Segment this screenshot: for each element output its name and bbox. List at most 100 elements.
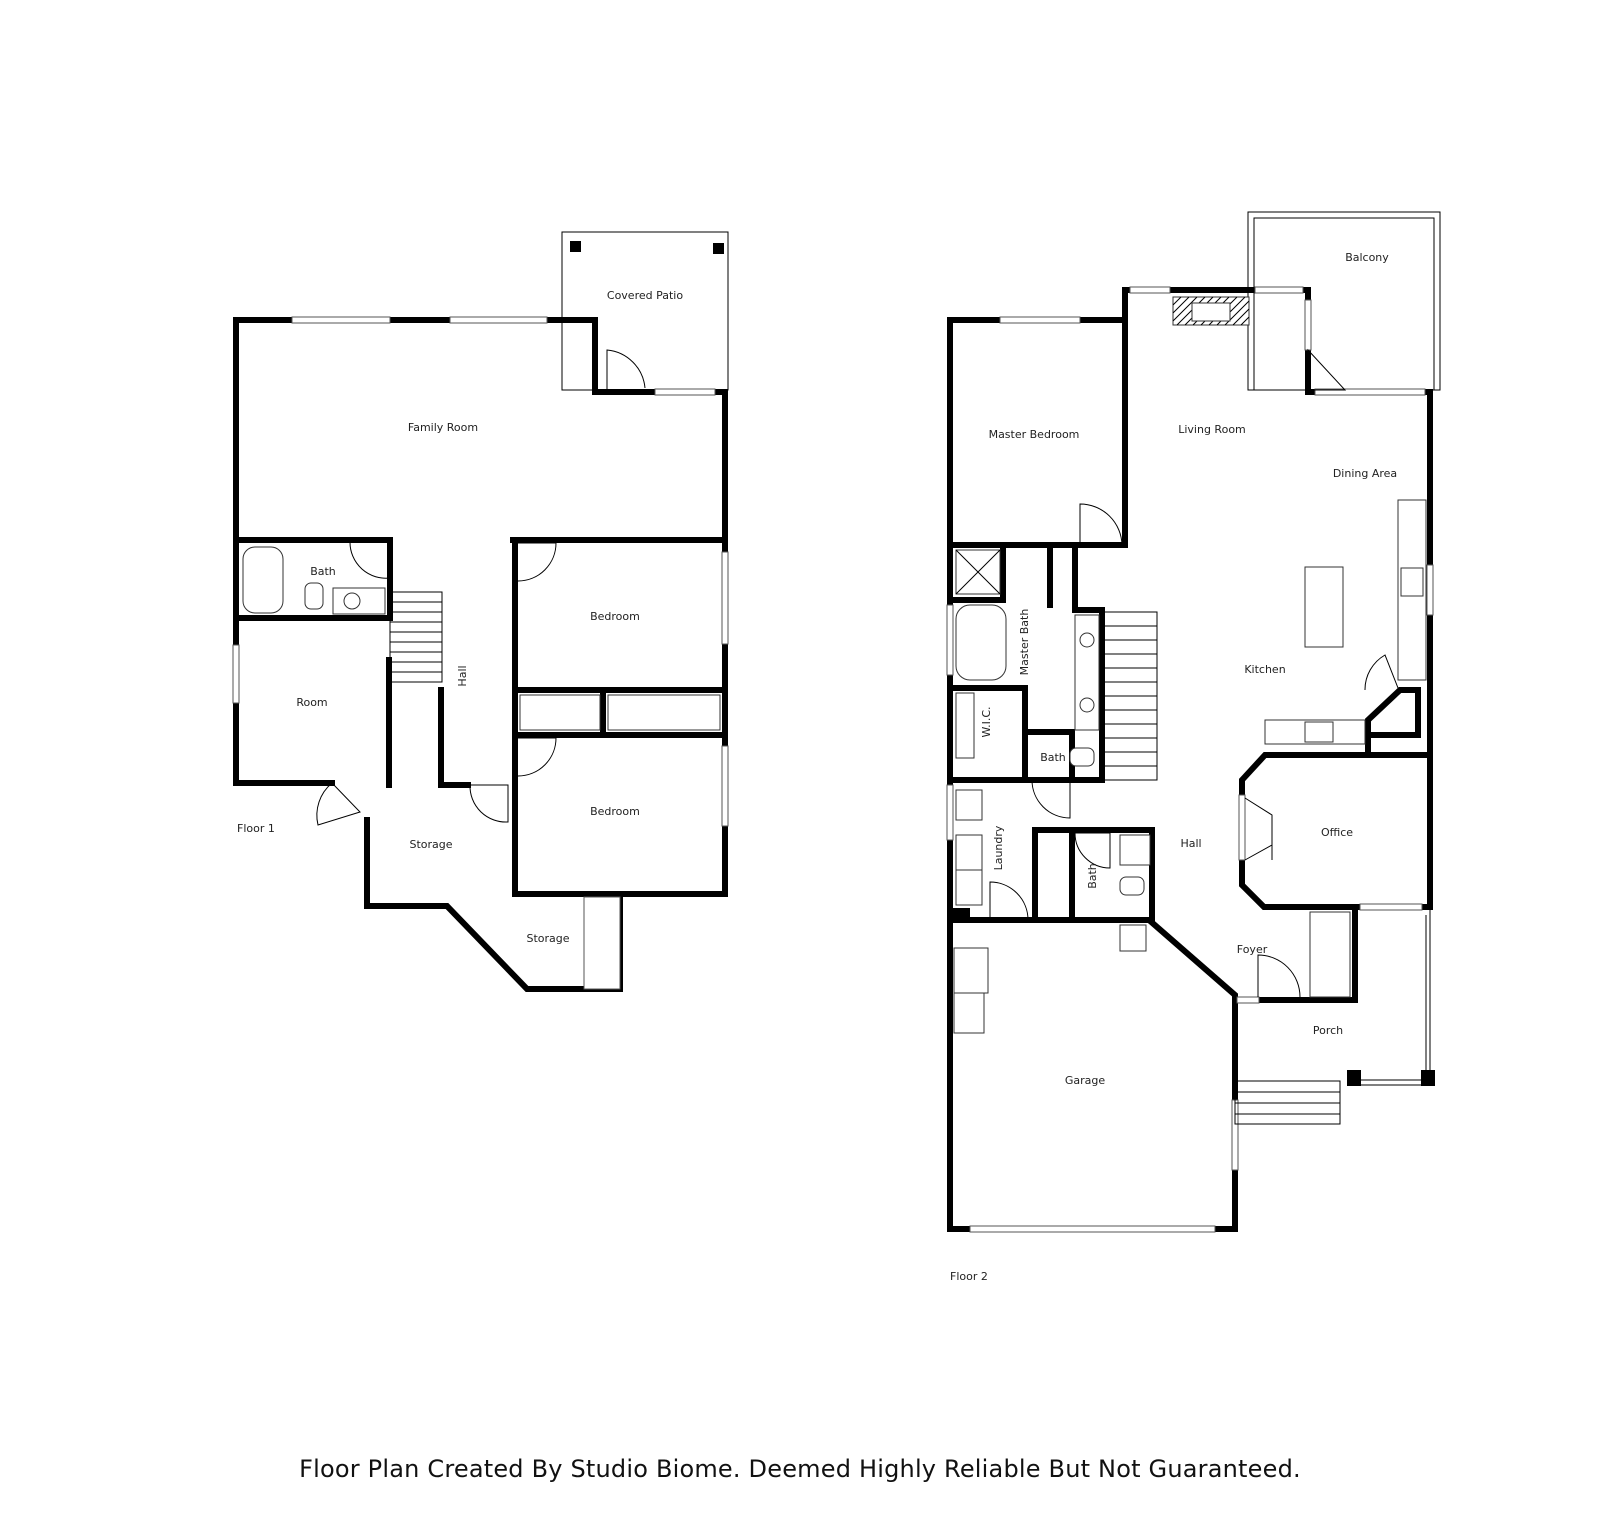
dining-area-label: Dining Area xyxy=(1333,467,1397,480)
fireplace xyxy=(1172,296,1250,326)
patio-post xyxy=(713,243,724,254)
balcony-outline xyxy=(1247,211,1441,391)
wic-label: W.I.C. xyxy=(980,706,993,737)
floor-2-stairs xyxy=(1101,611,1158,781)
floor-1-exterior-wall xyxy=(233,317,598,786)
door-swing xyxy=(1257,954,1301,998)
foyer-label: Foyer xyxy=(1237,943,1268,956)
foyer-closet xyxy=(1309,911,1351,998)
room-label: Room xyxy=(296,696,327,709)
window xyxy=(583,896,621,990)
window xyxy=(1129,286,1171,294)
family-room-label: Family Room xyxy=(408,421,478,434)
living-room-label: Living Room xyxy=(1178,423,1246,436)
master-bedroom-label: Master Bedroom xyxy=(989,428,1080,441)
storage-label: Storage xyxy=(526,932,569,945)
door-swing xyxy=(1307,348,1347,391)
floor-1-stairs xyxy=(389,591,443,683)
door-swing xyxy=(606,349,646,392)
cooktop xyxy=(1304,721,1334,743)
window xyxy=(999,316,1081,324)
covered-patio-outline xyxy=(561,231,729,391)
floor-2-label: Floor 2 xyxy=(950,1270,988,1283)
water-heater xyxy=(1119,924,1147,952)
washer xyxy=(955,834,983,871)
floor-2-wall xyxy=(1232,904,1358,1003)
kitchen-label: Kitchen xyxy=(1244,663,1285,676)
floor-2-wall xyxy=(1365,687,1421,758)
window xyxy=(1426,564,1434,616)
sink xyxy=(1079,697,1095,713)
balcony-outline xyxy=(1253,217,1435,391)
door-swing xyxy=(1244,797,1273,861)
door-swing xyxy=(517,542,557,582)
bathtub xyxy=(955,604,1007,681)
door-swing xyxy=(1079,503,1123,546)
window xyxy=(449,316,548,324)
vanity xyxy=(1119,834,1151,866)
door-swing xyxy=(316,782,361,826)
covered-patio-label: Covered Patio xyxy=(607,289,683,302)
closet xyxy=(607,694,721,731)
closet xyxy=(519,694,601,731)
balcony-label: Balcony xyxy=(1345,251,1389,264)
window xyxy=(946,784,954,841)
window xyxy=(1254,286,1304,294)
bathtub xyxy=(242,546,284,614)
porch-post xyxy=(1347,1070,1361,1086)
window xyxy=(1314,388,1426,396)
garage-shelf xyxy=(953,947,989,994)
window xyxy=(721,745,729,827)
floor-2-exterior-wall xyxy=(1122,287,1433,910)
office-label: Office xyxy=(1321,826,1353,839)
corner-block xyxy=(952,908,970,920)
window xyxy=(291,316,391,324)
patio-post xyxy=(570,241,581,252)
garage-door xyxy=(969,1225,1216,1233)
porch-outline xyxy=(1355,907,1431,1086)
bedroom-label: Bedroom xyxy=(590,805,640,818)
door-swing xyxy=(989,881,1029,921)
door-swing xyxy=(1074,832,1111,869)
door-swing xyxy=(1364,654,1399,691)
window xyxy=(1238,794,1246,861)
garage-label: Garage xyxy=(1065,1074,1106,1087)
hall-label: Hall xyxy=(1180,837,1201,850)
toilet xyxy=(1119,876,1145,896)
window xyxy=(232,644,240,704)
double-vanity xyxy=(1074,614,1100,731)
laundry-counter xyxy=(955,789,983,821)
floor-2-plan: Balcony Master Bedroom Living Room Dinin… xyxy=(946,211,1441,1283)
door-swing xyxy=(1031,779,1071,819)
floor-1-plan: Covered Patio Family Room Bath Hall Bedr… xyxy=(232,231,729,992)
bath-label: Bath xyxy=(310,565,336,578)
door-swing xyxy=(349,541,391,579)
kitchen-sink xyxy=(1400,567,1424,597)
garage-shelf xyxy=(953,992,985,1034)
floor-2-exterior-wall xyxy=(947,317,1238,1232)
toilet xyxy=(1069,747,1095,767)
porch-outline xyxy=(1355,915,1427,1081)
porch-label: Porch xyxy=(1313,1024,1343,1037)
window xyxy=(1304,299,1312,351)
porch-post xyxy=(1421,1070,1435,1086)
porch-steps xyxy=(1234,1080,1341,1125)
door-swing xyxy=(517,737,557,777)
window xyxy=(654,388,716,396)
floor-1-label: Floor 1 xyxy=(237,822,275,835)
hall-label: Hall xyxy=(456,665,469,686)
sink xyxy=(343,592,361,610)
door-swing xyxy=(469,784,509,823)
toilet xyxy=(304,582,324,610)
dryer xyxy=(955,869,983,906)
window xyxy=(1359,903,1423,911)
kitchen-island xyxy=(1304,566,1344,648)
window xyxy=(946,604,954,676)
shower xyxy=(955,549,1001,595)
bath-label: Bath xyxy=(1040,751,1066,764)
closet-shelf xyxy=(955,692,975,759)
window xyxy=(1236,996,1260,1004)
master-bath-label: Master Bath xyxy=(1018,609,1031,676)
laundry-label: Laundry xyxy=(992,825,1005,870)
